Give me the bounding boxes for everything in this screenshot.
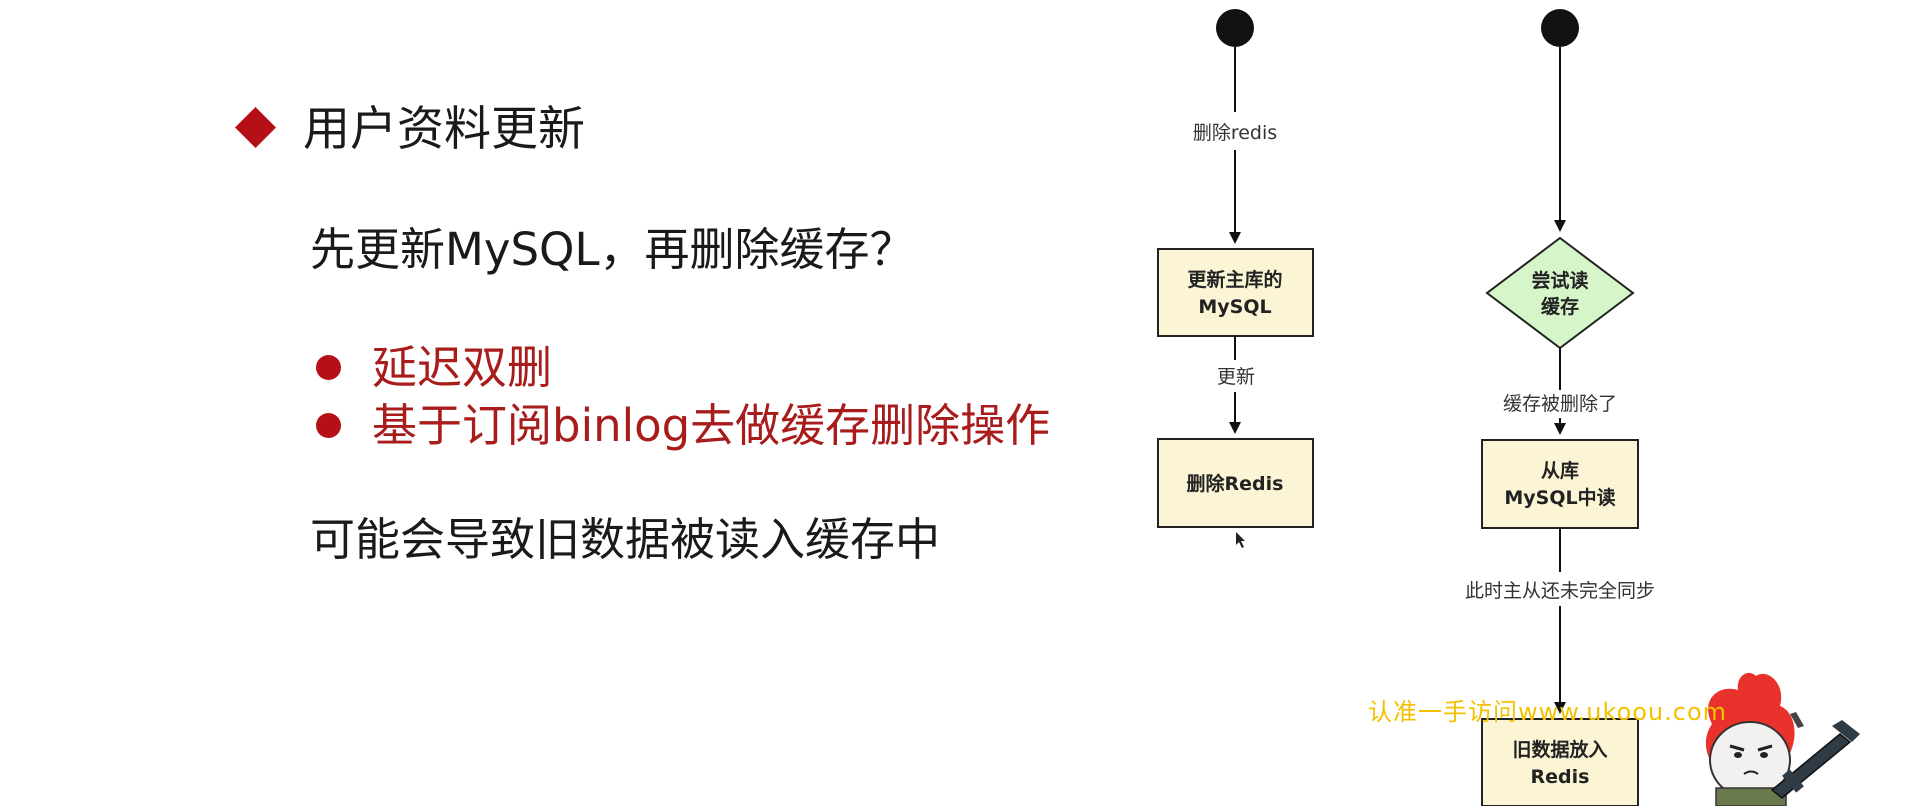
decision-text-line: 尝试读: [1531, 269, 1588, 292]
node-text-line: Redis: [1531, 766, 1590, 788]
round-bullet-icon: [316, 413, 341, 438]
node-old-data-to-redis: [1481, 718, 1639, 806]
edge-label-cache-deleted: 缓存被删除了: [1503, 393, 1617, 415]
slide-question: 先更新MySQL，再删除缓存？: [310, 223, 915, 276]
start-node-left: [1216, 9, 1254, 47]
node-update-master-mysql: [1157, 248, 1314, 337]
node-text-line: 删除Redis: [1187, 472, 1284, 495]
slide-heading: 用户资料更新: [303, 102, 585, 157]
start-node-right: [1541, 9, 1579, 47]
bullet-item-delayed-double-delete: 延迟双删: [372, 341, 553, 394]
mouse-cursor-icon: [1236, 532, 1245, 548]
decision-try-read-cache: [1485, 236, 1635, 350]
node-delete-redis: [1157, 438, 1314, 528]
node-read-slave-mysql: [1481, 439, 1639, 529]
edge-label-update: 更新: [1217, 366, 1255, 388]
mascot-icon: [1705, 672, 1860, 806]
watermark-text: 认准一手访问www.ukoou.com: [1368, 698, 1728, 726]
round-bullet-icon: [316, 355, 341, 380]
edge-label-not-synced: 此时主从还未完全同步: [1465, 580, 1655, 602]
bullet-item-binlog-subscribe: 基于订阅binlog去做缓存删除操作: [372, 399, 1051, 452]
node-text-line: MySQL中读: [1504, 486, 1615, 509]
node-text-line: 旧数据放入: [1512, 738, 1607, 761]
node-text-line: MySQL: [1198, 296, 1271, 318]
decision-text-line: 缓存: [1541, 295, 1579, 318]
node-text-line: 从库: [1541, 459, 1579, 482]
edge-label-delete-redis: 删除redis: [1193, 122, 1277, 144]
slide-consequence: 可能会导致旧数据被读入缓存中: [310, 513, 941, 566]
node-text-line: 更新主库的: [1187, 268, 1282, 291]
